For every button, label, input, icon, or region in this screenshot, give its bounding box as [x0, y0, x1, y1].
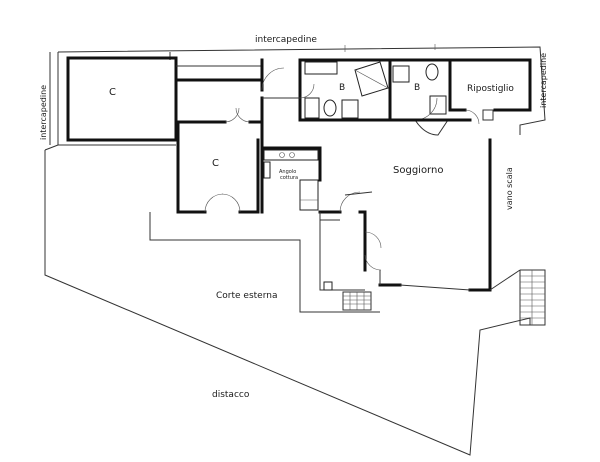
- intercapedine-envelope: [49, 44, 546, 145]
- label-intercapedine-left: intercapedine: [39, 85, 48, 140]
- corridor-walls: [174, 58, 302, 142]
- room-c-left: [58, 56, 178, 146]
- label-distacco: distacco: [212, 390, 250, 400]
- label-room-c-left: C: [109, 87, 116, 98]
- entry-steps: [342, 291, 372, 311]
- ripostiglio-room: [448, 58, 532, 125]
- label-corte-esterna: Corte esterna: [216, 291, 277, 301]
- label-intercapedine-right: intercapedine: [539, 53, 548, 108]
- label-bath-1: B: [339, 83, 345, 93]
- label-soggiorno: Soggiorno: [393, 165, 443, 176]
- bathroom-1: [298, 58, 392, 122]
- label-vano-scala: vano scala: [505, 167, 514, 210]
- label-bath-2: B: [414, 83, 420, 93]
- label-room-c-center: C: [212, 158, 219, 169]
- label-ripostiglio: Ripostiglio: [467, 84, 514, 94]
- corte-esterna-outline: [149, 212, 380, 313]
- soggiorno-room: [318, 118, 492, 292]
- stair-flight: [489, 269, 546, 326]
- bathroom-2: [388, 58, 452, 136]
- label-angolo-line1: Angolo: [279, 169, 296, 175]
- label-intercapedine-top: intercapedine: [255, 35, 317, 45]
- distacco-boundary: [44, 144, 531, 456]
- room-c-center: [176, 107, 264, 214]
- label-angolo-line2: cottura: [280, 175, 298, 181]
- kitchen-corner: [260, 138, 322, 214]
